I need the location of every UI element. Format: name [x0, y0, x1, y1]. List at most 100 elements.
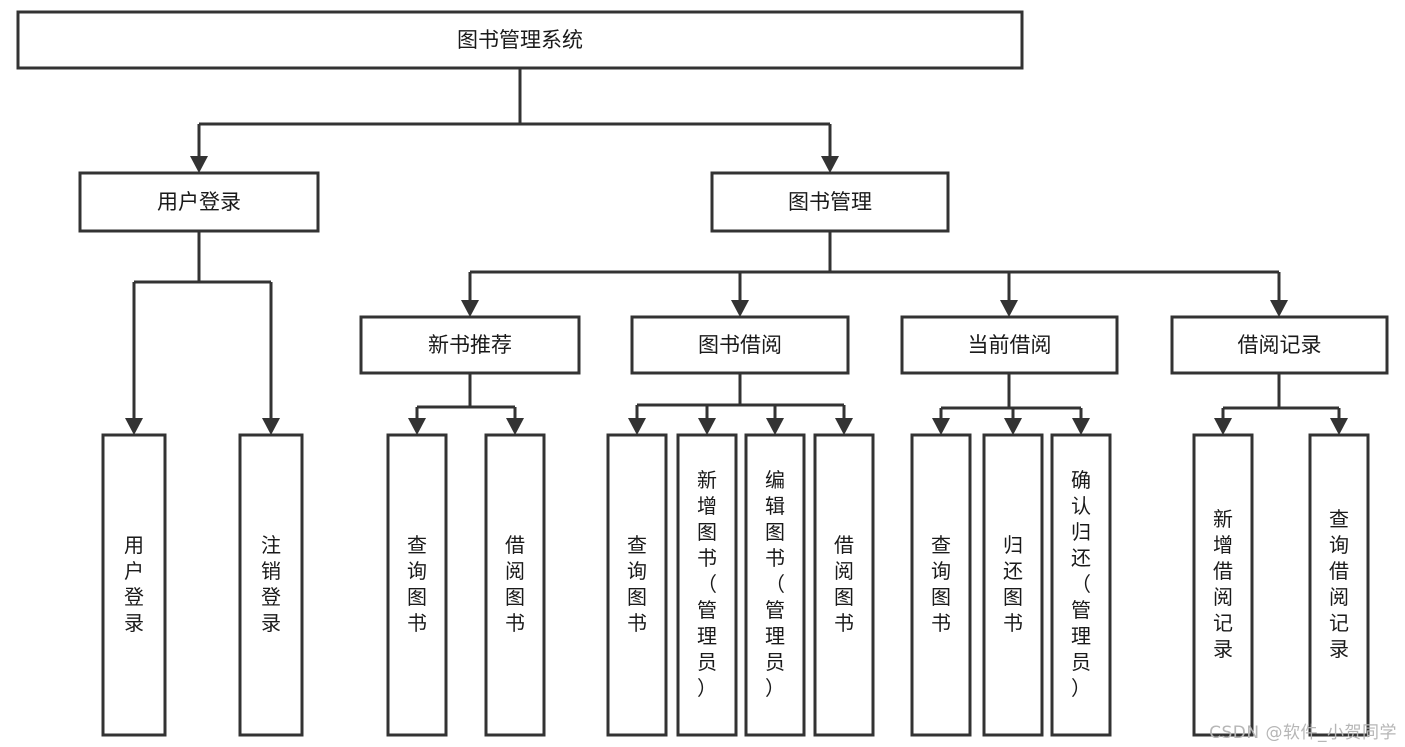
node-label-new-book-recommend: 新书推荐	[428, 333, 512, 357]
node-box-leaf-query-book-recommend[interactable]	[386, 433, 448, 737]
node-book-management[interactable]: 图书管理	[710, 171, 950, 233]
borrow-record-arrow-1	[1330, 418, 1348, 435]
node-label-leaf-add-borrow-record-char-2: 借	[1213, 559, 1233, 583]
node-label-leaf-add-book-admin-char-4: （	[697, 572, 717, 596]
node-label-book-borrow: 图书借阅	[698, 333, 782, 357]
book-management-arrow-3	[1270, 300, 1288, 317]
new-book-recommend-arrow-0	[408, 418, 426, 435]
node-label-leaf-user-login-char-1: 户	[124, 559, 144, 583]
book-borrow-arrow-3	[835, 418, 853, 435]
node-label-leaf-user-login-char-3: 录	[124, 611, 144, 635]
book-borrow-arrow-0	[628, 418, 646, 435]
node-label-leaf-add-book-admin-char-5: 管	[697, 598, 717, 622]
node-label-leaf-query-borrow-record-char-1: 询	[1329, 533, 1349, 557]
node-user-login[interactable]: 用户登录	[78, 171, 320, 233]
node-label-user-login: 用户登录	[157, 190, 241, 214]
node-box-leaf-query-book-borrow[interactable]	[606, 433, 668, 737]
book-borrow-arrow-1	[698, 418, 716, 435]
node-box-leaf-borrow-book[interactable]	[813, 433, 875, 737]
node-new-book-recommend[interactable]: 新书推荐	[359, 315, 581, 375]
node-box-leaf-query-borrow-record[interactable]	[1308, 433, 1370, 737]
node-box-leaf-logout[interactable]	[238, 433, 304, 737]
node-label-leaf-query-book-current-char-3: 书	[931, 611, 951, 635]
node-label-leaf-borrow-book-char-1: 阅	[834, 559, 854, 583]
node-box-leaf-edit-book-admin[interactable]	[744, 433, 806, 737]
node-current-borrow[interactable]: 当前借阅	[900, 315, 1119, 375]
node-label-root: 图书管理系统	[457, 28, 583, 52]
node-box-book-borrow[interactable]	[630, 315, 850, 375]
node-label-book-management: 图书管理	[788, 190, 872, 214]
node-root[interactable]: 图书管理系统	[16, 10, 1024, 70]
node-label-borrow-record: 借阅记录	[1238, 333, 1322, 357]
node-box-borrow-record[interactable]	[1170, 315, 1389, 375]
node-label-leaf-edit-book-admin-char-5: 管	[765, 598, 785, 622]
node-label-leaf-query-borrow-record-char-3: 阅	[1329, 585, 1349, 609]
node-label-leaf-query-book-borrow-char-3: 书	[627, 611, 647, 635]
node-layer: 图书管理系统用户登录图书管理新书推荐图书借阅当前借阅借阅记录用户登录注销登录查询…	[16, 10, 1389, 737]
node-label-leaf-logout-char-3: 录	[261, 611, 281, 635]
node-label-leaf-borrow-book-char-0: 借	[834, 533, 854, 557]
node-label-leaf-query-borrow-record-char-0: 查	[1329, 507, 1349, 531]
node-label-leaf-query-book-current-char-1: 询	[931, 559, 951, 583]
node-box-current-borrow[interactable]	[900, 315, 1119, 375]
node-label-leaf-query-borrow-record-char-5: 录	[1329, 637, 1349, 661]
node-label-leaf-edit-book-admin-char-0: 编	[765, 468, 785, 492]
current-borrow-arrow-2	[1072, 418, 1090, 435]
node-label-leaf-query-book-current-char-0: 查	[931, 533, 951, 557]
node-label-leaf-borrow-book-recommend-char-0: 借	[505, 533, 525, 557]
node-box-user-login[interactable]	[78, 171, 320, 233]
node-box-book-management[interactable]	[710, 171, 950, 233]
node-label-leaf-add-borrow-record-char-1: 增	[1213, 533, 1233, 557]
node-borrow-record[interactable]: 借阅记录	[1170, 315, 1389, 375]
watermark-text: CSDN @软件_小贺同学	[1209, 723, 1397, 743]
node-box-root[interactable]	[16, 10, 1024, 70]
node-label-leaf-return-book-char-2: 图	[1003, 585, 1023, 609]
root-arrow-1	[821, 156, 839, 173]
node-box-leaf-confirm-return-admin[interactable]	[1050, 433, 1112, 737]
node-label-current-borrow: 当前借阅	[968, 333, 1052, 357]
node-box-new-book-recommend[interactable]	[359, 315, 581, 375]
node-box-leaf-user-login[interactable]	[101, 433, 167, 737]
node-box-leaf-add-borrow-record[interactable]	[1192, 433, 1254, 737]
node-label-leaf-add-borrow-record-char-0: 新	[1213, 507, 1233, 531]
node-label-leaf-edit-book-admin-char-6: 理	[765, 624, 785, 648]
node-label-leaf-add-book-admin-char-1: 增	[697, 494, 717, 518]
node-label-leaf-return-book-char-3: 书	[1003, 611, 1023, 635]
node-label-leaf-add-book-admin-char-7: 员	[697, 650, 717, 674]
node-label-leaf-logout-char-2: 登	[261, 585, 281, 609]
node-label-leaf-confirm-return-admin-char-4: （	[1071, 572, 1091, 596]
node-book-borrow[interactable]: 图书借阅	[630, 315, 850, 375]
node-label-leaf-query-book-recommend-char-1: 询	[407, 559, 427, 583]
user-login-arrow-1	[262, 418, 280, 435]
node-label-leaf-logout-char-1: 销	[261, 559, 281, 583]
node-label-leaf-add-book-admin-char-8: ）	[697, 676, 717, 700]
node-box-leaf-return-book[interactable]	[982, 433, 1044, 737]
node-box-leaf-query-book-current[interactable]	[910, 433, 972, 737]
node-label-leaf-confirm-return-admin-char-2: 归	[1071, 520, 1091, 544]
node-box-leaf-add-book-admin[interactable]	[676, 433, 738, 737]
node-leaf-user-login[interactable]: 用户登录	[101, 433, 167, 737]
node-label-leaf-confirm-return-admin-char-1: 认	[1071, 494, 1091, 518]
node-box-leaf-borrow-book-recommend[interactable]	[484, 433, 546, 737]
node-label-leaf-query-borrow-record-char-4: 记	[1329, 611, 1349, 635]
node-label-leaf-add-borrow-record-char-5: 录	[1213, 637, 1233, 661]
node-label-leaf-query-book-recommend-char-3: 书	[407, 611, 427, 635]
connector-layer	[125, 68, 1348, 435]
node-label-leaf-confirm-return-admin-char-8: ）	[1071, 676, 1091, 700]
node-label-leaf-edit-book-admin-char-3: 书	[765, 546, 785, 570]
node-label-leaf-borrow-book-recommend-char-3: 书	[505, 611, 525, 635]
node-label-leaf-confirm-return-admin-char-7: 员	[1071, 650, 1091, 674]
